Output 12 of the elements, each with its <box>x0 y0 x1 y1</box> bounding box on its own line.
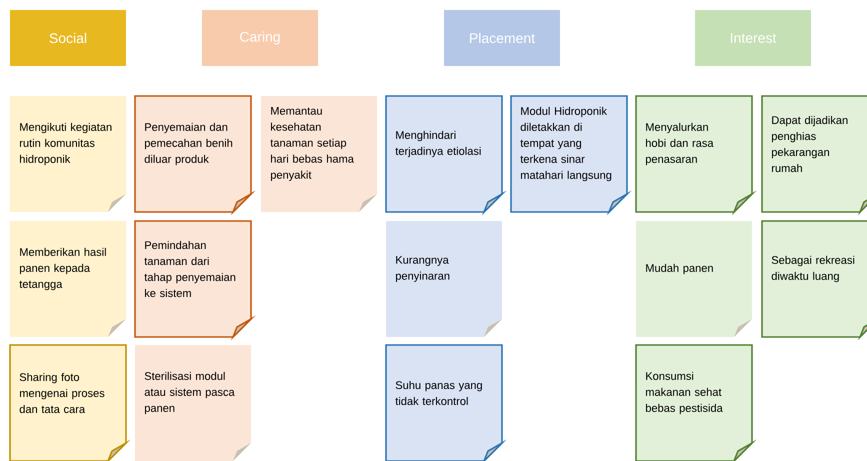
sticky-note: Memantau kesehatan tanaman setiap hari bebas hama penyakit <box>261 96 377 212</box>
header-box: Placement <box>444 10 560 66</box>
sticky-note: Memberikan hasil panen kepada tetangga <box>10 221 126 337</box>
header-box: Social <box>10 10 126 66</box>
sticky-note: Sterilisasi modul atau sistem pasca panen <box>135 345 251 461</box>
sticky-note: Dapat dijadikan penghias pekarangan rumah <box>761 95 867 216</box>
sticky-note: Mengikuti kegiatan rutin komunitas hidroponik <box>10 96 126 212</box>
header-box: Caring <box>202 10 318 66</box>
sticky-note: Kurangnya penyinaran <box>386 221 502 337</box>
sticky-note: Mudah panen <box>636 221 752 337</box>
header-box: Interest <box>695 10 811 66</box>
sticky-note: Sebagai rekreasi diwaktu luang <box>761 220 867 340</box>
